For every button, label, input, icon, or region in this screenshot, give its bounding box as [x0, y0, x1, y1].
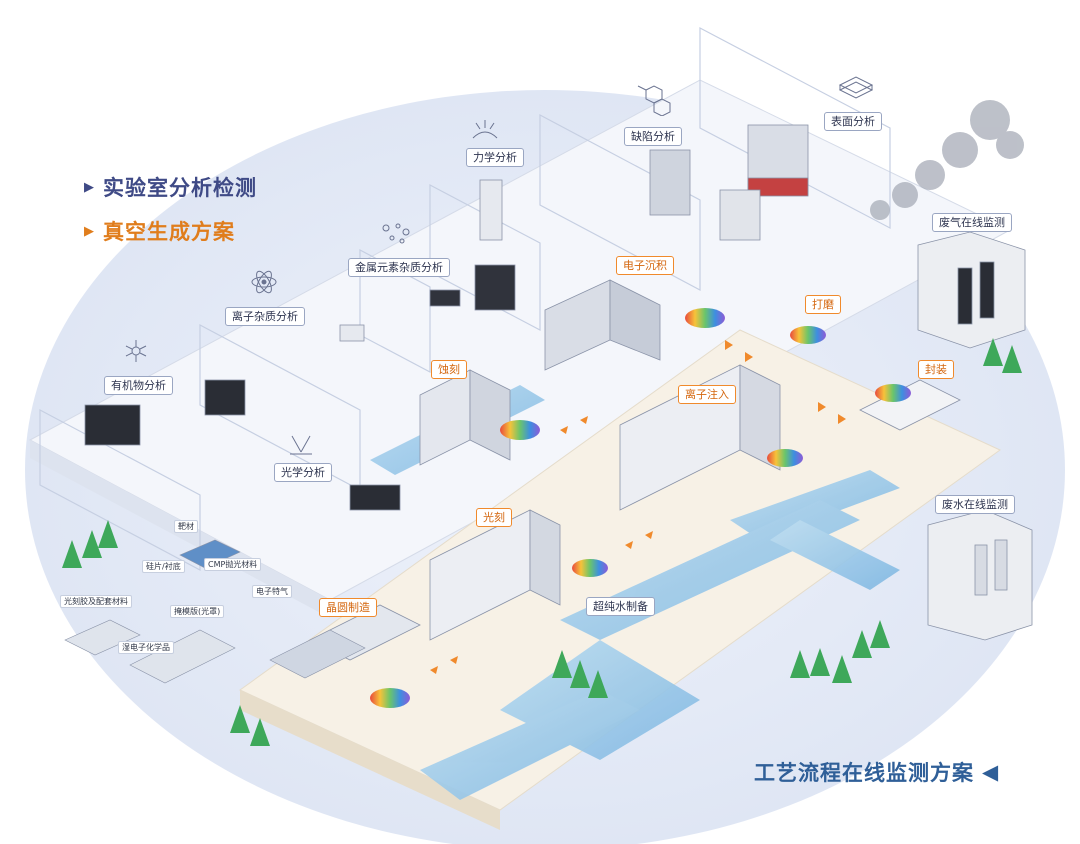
label-gas: 电子特气: [252, 585, 292, 598]
tag-metal-impurity: 金属元素杂质分析: [348, 258, 450, 277]
tag-organic-analysis: 有机物分析: [104, 376, 173, 395]
factory-floor: [239, 329, 1001, 811]
tag-etch: 蚀刻: [431, 360, 467, 379]
tag-deposition: 电子沉积: [616, 256, 674, 275]
label-mask: 掩模版(光罩): [170, 605, 225, 618]
tag-ion-implant: 离子注入: [678, 385, 736, 404]
triangle-left-icon: ◀: [982, 760, 1000, 784]
label-chemicals: 湿电子化学品: [118, 641, 174, 654]
label-cmp: CMP抛光材料: [204, 558, 262, 571]
label-target: 靶材: [174, 520, 198, 533]
light-icon: [290, 435, 312, 455]
atom-icon: [251, 270, 277, 294]
triangle-right-icon: ▶: [84, 179, 95, 195]
tag-optical-analysis: 光学分析: [274, 463, 332, 482]
triangle-right-icon: ▶: [84, 223, 95, 239]
tag-wastewater-monitoring: 废水在线监测: [935, 495, 1015, 514]
tag-lithography: 光刻: [476, 508, 512, 527]
tag-exhaust-monitoring: 废气在线监测: [932, 213, 1012, 232]
tag-mechanics-analysis: 力学分析: [466, 148, 524, 167]
tag-wafer-manufacturing: 晶圆制造: [319, 598, 377, 617]
molecule-icon: [125, 340, 147, 362]
legend-lab-text: 实验室分析检测: [103, 176, 257, 200]
legend-vacuum-text: 真空生成方案: [103, 220, 235, 244]
tag-grinding: 打磨: [805, 295, 841, 314]
tag-surface-analysis: 表面分析: [824, 112, 882, 131]
tag-ultrapure-water: 超纯水制备: [586, 597, 655, 616]
tag-packaging: 封装: [918, 360, 954, 379]
benzene-icon: [637, 85, 671, 116]
particles-icon: [382, 223, 410, 244]
legend-vacuum: ▶ 真空生成方案: [84, 216, 235, 246]
wafers: [370, 308, 911, 708]
factory-floor-edge: [240, 690, 500, 830]
tag-defect-analysis: 缺陷分析: [624, 127, 682, 146]
surface-layers-icon: [838, 76, 874, 99]
legend-process-text: 工艺流程在线监测方案: [754, 761, 974, 785]
tag-ion-impurity: 离子杂质分析: [225, 307, 305, 326]
legend-process-monitoring: 工艺流程在线监测方案 ◀: [754, 757, 999, 787]
label-photoresist: 光刻胶及配套材料: [60, 595, 132, 608]
force-icon: [472, 120, 498, 139]
label-silicon: 硅片/衬底: [142, 560, 185, 573]
legend-lab-analysis: ▶ 实验室分析检测: [84, 172, 257, 202]
